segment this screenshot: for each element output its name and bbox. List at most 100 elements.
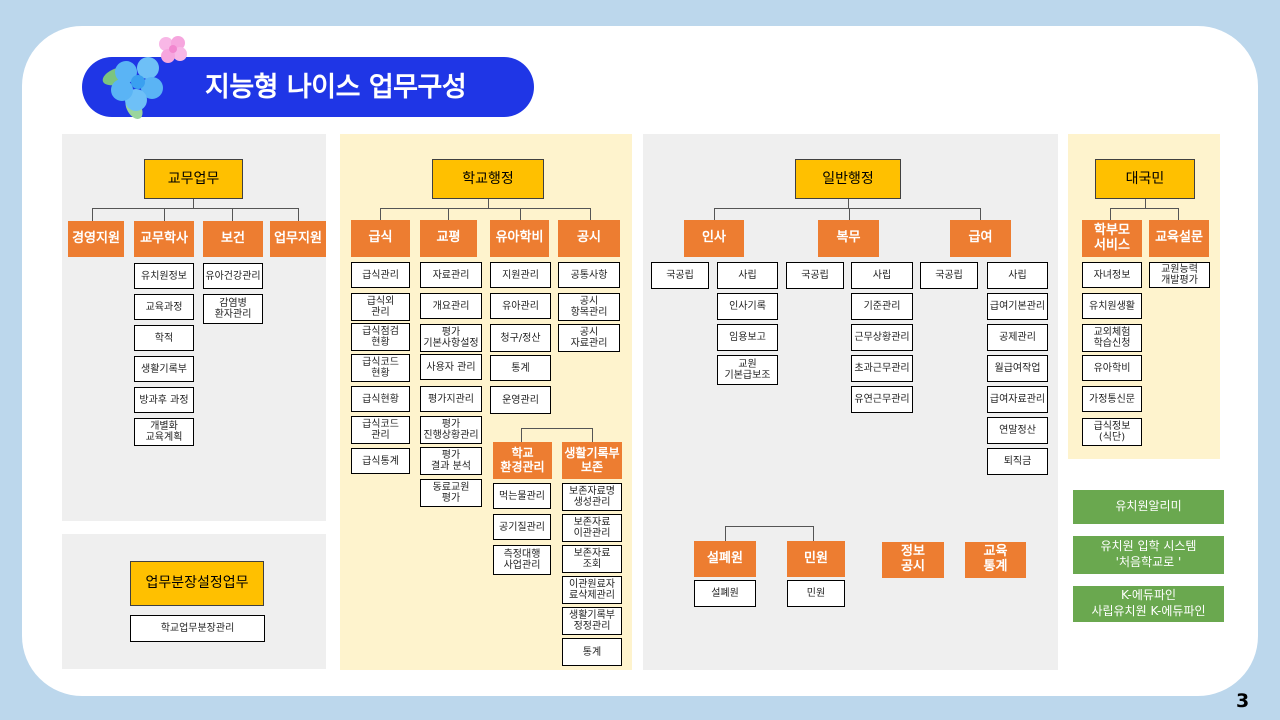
gyopyeong-item[interactable]: 사용자 관리 — [420, 354, 482, 380]
seolpye-item[interactable]: 설폐원 — [694, 580, 756, 607]
parent-item[interactable]: 급식정보(식단) — [1082, 418, 1142, 446]
header-public[interactable]: 대국민 — [1095, 159, 1195, 199]
geupsik-item[interactable]: 급식통계 — [351, 448, 410, 474]
geupyeo-item[interactable]: 퇴직금 — [987, 448, 1048, 475]
geupyeo-sarip[interactable]: 사립 — [987, 262, 1048, 289]
cat-gyopyeong[interactable]: 교평 — [420, 220, 477, 257]
connector-line — [164, 208, 165, 221]
bokmu-gonglip[interactable]: 국공립 — [786, 262, 844, 289]
gyopyeong-item[interactable]: 자료관리 — [420, 262, 482, 288]
connector-line — [592, 428, 593, 442]
gyopyeong-item[interactable]: 평가지관리 — [420, 386, 482, 412]
haksa-item[interactable]: 방과후 과정 — [134, 387, 194, 413]
bokmu-item[interactable]: 기준관리 — [851, 293, 913, 320]
cat-bokmu[interactable]: 복무 — [818, 220, 879, 257]
haksa-item[interactable]: 생활기록부 — [134, 356, 194, 382]
bogeon-item[interactable]: 유아건강관리 — [203, 263, 263, 289]
cat-survey[interactable]: 교육설문 — [1149, 220, 1209, 257]
cat-gongsi[interactable]: 공시 — [558, 220, 620, 257]
insa-sarip[interactable]: 사립 — [717, 262, 778, 289]
env-item[interactable]: 공기질관리 — [493, 514, 551, 540]
gongsi-item[interactable]: 공통사항 — [558, 262, 620, 288]
insa-item[interactable]: 인사기록 — [717, 293, 778, 320]
connector-line — [725, 526, 813, 527]
cat-eopmu[interactable]: 업무지원 — [270, 221, 326, 257]
bokmu-sarip[interactable]: 사립 — [851, 262, 913, 289]
minwon-item[interactable]: 민원 — [787, 580, 845, 607]
insa-item[interactable]: 임용보고 — [717, 324, 778, 351]
yuahakbi-item[interactable]: 운영관리 — [490, 386, 551, 414]
insa-gonglip[interactable]: 국공립 — [651, 262, 709, 289]
header-bunjang[interactable]: 업무분장설정업무 — [130, 561, 264, 606]
geupyeo-item[interactable]: 공제관리 — [987, 324, 1048, 351]
bunjang-item[interactable]: 학교업무분장관리 — [130, 615, 265, 642]
cat-geupsik[interactable]: 급식 — [351, 220, 410, 257]
cat-bogeon[interactable]: 보건 — [203, 221, 263, 257]
bojon-item[interactable]: 통계 — [562, 638, 622, 666]
lower-seolpye[interactable]: 설폐원 — [694, 541, 756, 577]
geupyeo-gonglip[interactable]: 국공립 — [920, 262, 978, 289]
geupyeo-item[interactable]: 연말정산 — [987, 417, 1048, 444]
geupsik-item[interactable]: 급식관리 — [351, 262, 410, 288]
yuahakbi-item[interactable]: 지원관리 — [490, 262, 551, 288]
env-item[interactable]: 먹는물관리 — [493, 483, 551, 509]
parent-item[interactable]: 자녀정보 — [1082, 262, 1142, 288]
geupyeo-item[interactable]: 급여기본관리 — [987, 293, 1048, 320]
yuahakbi-item[interactable]: 통계 — [490, 355, 551, 381]
header-ilban[interactable]: 일반행정 — [795, 159, 901, 199]
cat-gyeongyeong[interactable]: 경영지원 — [68, 221, 124, 257]
parent-item[interactable]: 유치원생활 — [1082, 293, 1142, 319]
extra-alimi[interactable]: 유치원알리미 — [1073, 490, 1224, 524]
bokmu-item[interactable]: 유연근무관리 — [851, 386, 913, 413]
haksa-item[interactable]: 학적 — [134, 325, 194, 351]
cat-yuahakbi[interactable]: 유아학비 — [490, 220, 549, 257]
lower-minwon[interactable]: 민원 — [787, 541, 845, 577]
extra-cheoeum[interactable]: 유치원 입학 시스템'처음학교로 ' — [1073, 536, 1224, 574]
gyopyeong-item[interactable]: 개요관리 — [420, 293, 482, 319]
yuahakbi-item[interactable]: 유아관리 — [490, 293, 551, 319]
geupyeo-item[interactable]: 월급여작업 — [987, 355, 1048, 382]
bokmu-item[interactable]: 초과근무관리 — [851, 355, 913, 382]
haksa-item[interactable]: 유치원정보 — [134, 263, 194, 289]
cat-insa[interactable]: 인사 — [684, 220, 744, 257]
cat-geupyeo[interactable]: 급여 — [950, 220, 1011, 257]
geupyeo-item[interactable]: 급여자료관리 — [987, 386, 1048, 413]
connector-line — [520, 208, 521, 220]
header-hakgyo[interactable]: 학교행정 — [432, 159, 544, 199]
geupsik-item[interactable]: 급식현황 — [351, 386, 410, 412]
parent-item[interactable]: 유아학비 — [1082, 355, 1142, 381]
bokmu-item[interactable]: 근무상황관리 — [851, 324, 913, 351]
yuahakbi-item[interactable]: 청구/정산 — [490, 324, 551, 352]
haksa-item[interactable]: 교육과정 — [134, 294, 194, 320]
cat-haksa[interactable]: 교무학사 — [134, 221, 194, 257]
parent-item[interactable]: 가정통신문 — [1082, 386, 1142, 412]
header-gyomu[interactable]: 교무업무 — [144, 159, 243, 199]
